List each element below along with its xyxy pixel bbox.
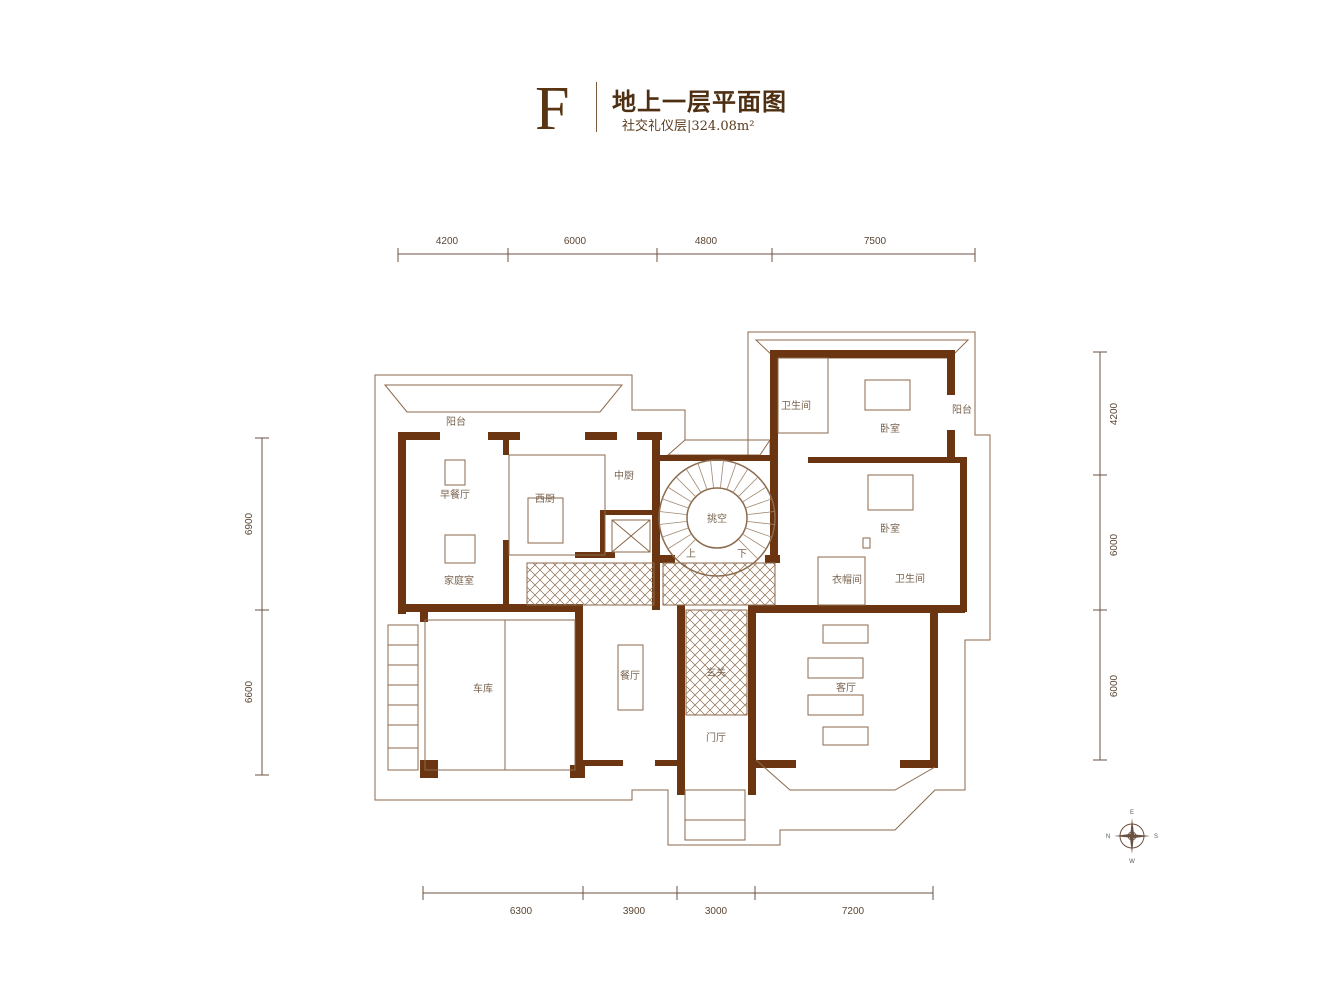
dim-label: 3900 <box>623 906 646 917</box>
dim-label: 6000 <box>1109 674 1120 697</box>
room-dining: 餐厅 <box>620 669 640 682</box>
stair-tread <box>746 520 775 525</box>
stair-tread <box>732 468 749 493</box>
room-balcony-left: 阳台 <box>446 415 466 428</box>
page-title: 地上一层平面图 <box>612 87 787 116</box>
corridor-left <box>526 562 655 606</box>
stair-tread <box>742 533 767 550</box>
stair-tread <box>667 533 692 550</box>
stair-tread <box>675 476 697 498</box>
room-entry: 玄关 <box>706 666 726 679</box>
room-western-kitchen: 西厨 <box>535 493 555 505</box>
plan-type-letter: F <box>535 75 570 143</box>
dimension-top: 4200 6000 4800 7500 <box>397 236 976 262</box>
compass-icon: E N S W <box>1106 810 1158 865</box>
room-living: 客厅 <box>836 681 856 694</box>
dim-label: 6000 <box>564 236 587 247</box>
room-foyer: 门厅 <box>706 731 726 744</box>
room-breakfast: 早餐厅 <box>440 488 470 501</box>
room-bedroom-top: 卧室 <box>880 422 900 435</box>
dim-label: 4200 <box>436 236 459 247</box>
room-labels: 阳台 早餐厅 家庭室 西厨 中厨 挑空 上 下 卫生间 卧室 阳台 卧室 衣帽间… <box>440 399 972 744</box>
compass-n: N <box>1106 834 1110 840</box>
walls <box>398 350 967 795</box>
page-subtitle: 社交礼仪层|324.08m² <box>622 119 755 134</box>
entry-floor <box>685 609 748 716</box>
corridor-right <box>662 562 776 606</box>
dim-label: 6300 <box>510 906 533 917</box>
stair-down-label: 下 <box>737 549 747 560</box>
stair-tread <box>726 463 737 490</box>
header-divider <box>596 82 597 132</box>
dim-label: 7500 <box>864 236 887 247</box>
stair-tread <box>662 527 689 538</box>
stair-up-label: 上 <box>686 548 696 560</box>
stair-tread <box>697 463 708 490</box>
interior-lines <box>387 357 936 841</box>
dim-label: 4800 <box>695 236 718 247</box>
stair-tread <box>745 498 772 509</box>
dim-label: 6600 <box>244 680 255 703</box>
dim-label: 6000 <box>1109 533 1120 556</box>
dimension-left: 6900 6600 <box>244 437 269 776</box>
stair-tread <box>685 468 702 493</box>
stair-tread <box>746 511 775 516</box>
room-void: 挑空 <box>707 512 727 525</box>
stair-tread <box>737 476 759 498</box>
dim-label: 7200 <box>842 906 865 917</box>
compass-e: E <box>1130 810 1134 816</box>
dim-label: 3000 <box>705 906 728 917</box>
room-garage: 车库 <box>473 682 493 695</box>
room-closet: 衣帽间 <box>832 573 862 586</box>
stair-tread <box>719 460 724 489</box>
stair-tread <box>659 520 688 525</box>
dim-label: 6900 <box>244 512 255 535</box>
room-family: 家庭室 <box>444 574 474 587</box>
stair-tread <box>667 486 692 503</box>
compass-s: S <box>1154 834 1158 840</box>
dimension-bottom: 6300 3900 3000 7200 <box>422 886 934 917</box>
room-balcony-right: 阳台 <box>952 403 972 416</box>
spiral-staircase[interactable] <box>658 459 776 577</box>
stair-tread <box>675 538 697 560</box>
stair-tread <box>662 498 689 509</box>
stair-tread <box>659 511 688 516</box>
stair-tread <box>710 460 715 489</box>
stair-tread <box>737 538 759 560</box>
compass-w: W <box>1129 859 1135 865</box>
room-bedroom-mid: 卧室 <box>880 522 900 535</box>
stair-tread <box>742 486 767 503</box>
room-chinese-kitchen: 中厨 <box>614 469 634 482</box>
dimension-right: 4200 6000 6000 <box>1093 351 1120 761</box>
room-bath-mid: 卫生间 <box>895 572 925 585</box>
dim-label: 4200 <box>1109 402 1120 425</box>
room-bath-top: 卫生间 <box>781 399 811 412</box>
stair-tread <box>745 527 772 538</box>
